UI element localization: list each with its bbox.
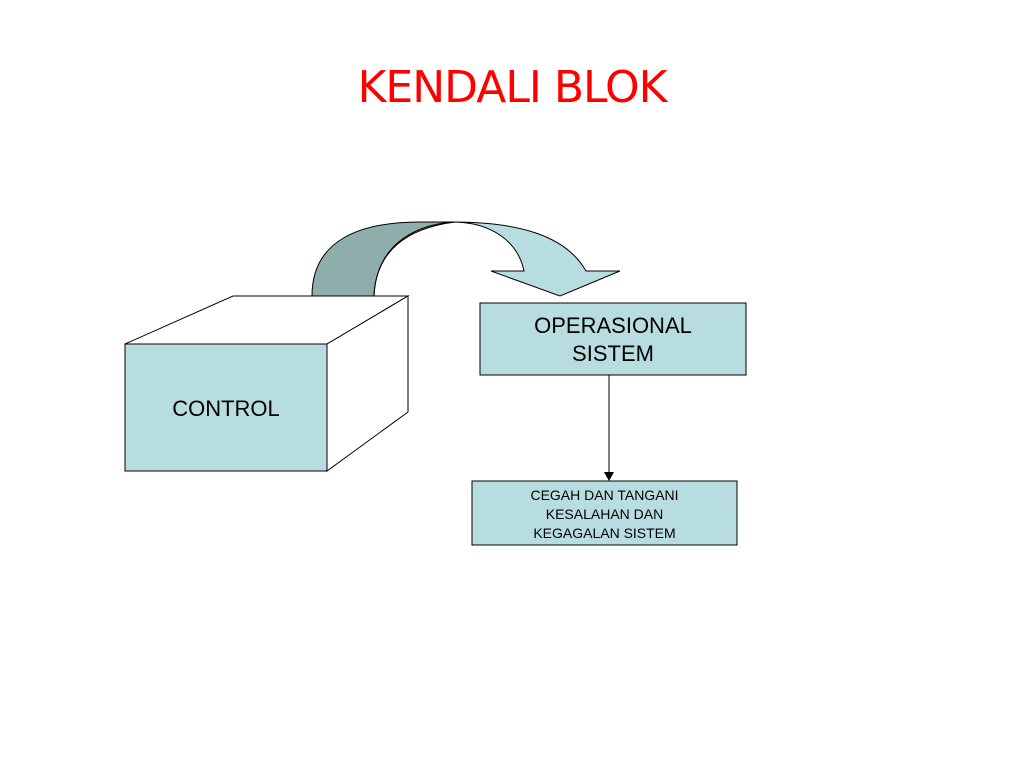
control-label: CONTROL (172, 396, 280, 421)
slide-title: KENDALI BLOK (357, 62, 668, 113)
operasional-sistem-label: OPERASIONAL SISTEM (480, 312, 746, 368)
curved-arrow-shadow (311, 221, 456, 297)
operasional-sistem-box (479, 302, 747, 376)
cegah-line-3: KEGAGALAN SISTEM (533, 525, 676, 541)
cegah-line-1: CEGAH DAN TANGANI (530, 487, 679, 503)
operasional-line-2: SISTEM (572, 341, 654, 366)
curved-arrow (373, 221, 621, 297)
cegah-box (471, 480, 738, 546)
operasional-line-1: OPERASIONAL (534, 313, 692, 338)
cegah-line-2: KESALAHAN DAN (545, 506, 664, 522)
cegah-label: CEGAH DAN TANGANI KESALAHAN DAN KEGAGALA… (472, 486, 737, 543)
connector-arrowhead (604, 472, 614, 481)
control-box-front (124, 343, 328, 472)
